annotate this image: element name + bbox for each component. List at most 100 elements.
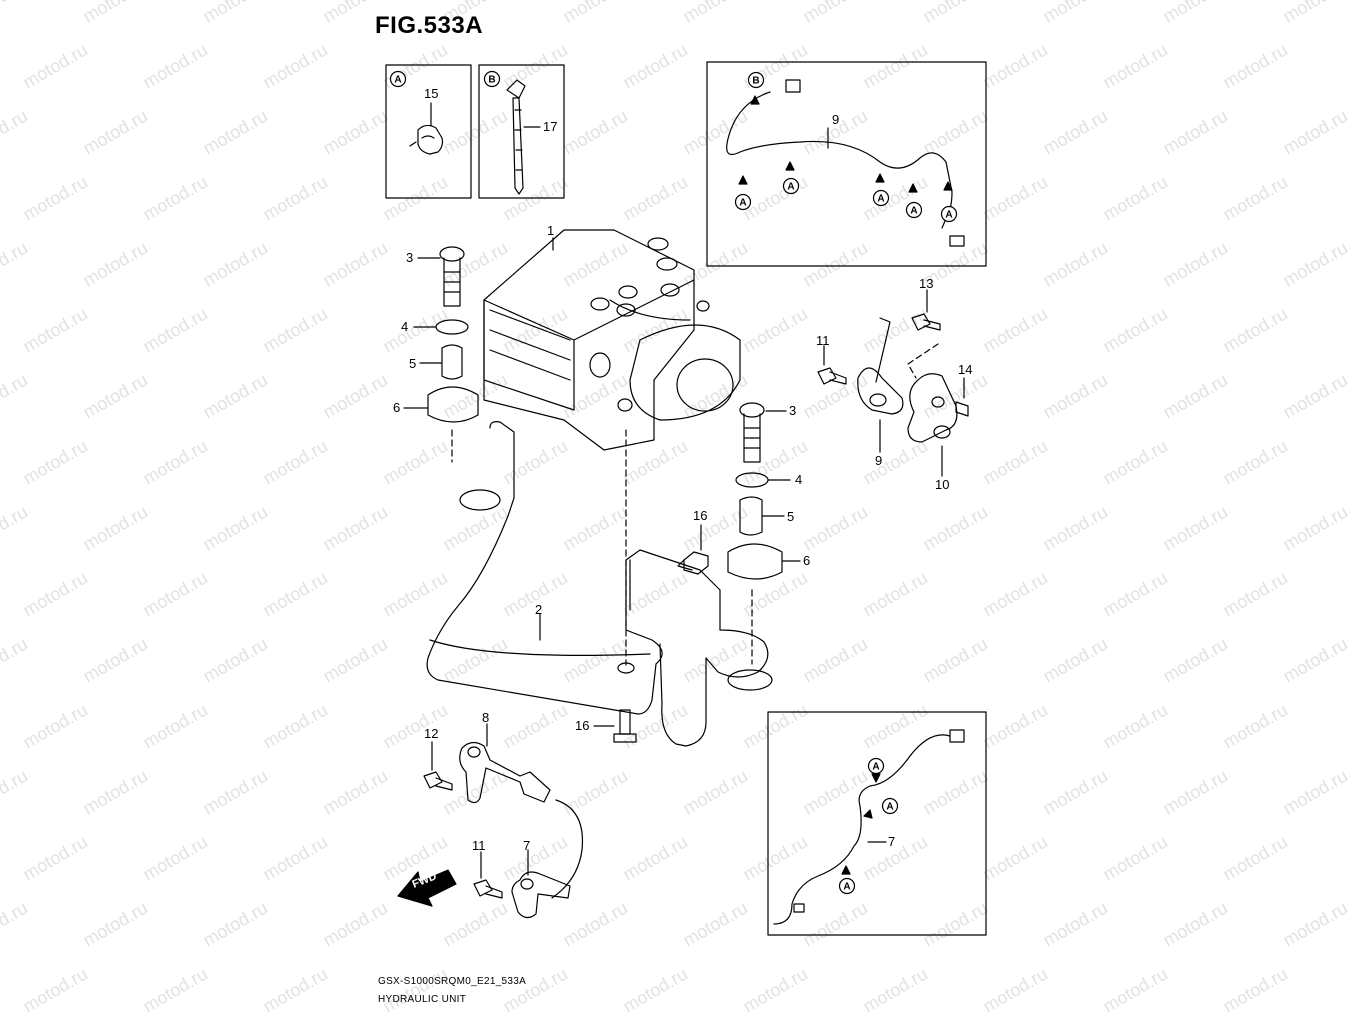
badge-circle — [734, 193, 752, 211]
clamp-arrows-bottom-box — [841, 773, 881, 875]
badge-letter: A — [877, 194, 884, 205]
callout-c3r: 3 — [789, 403, 796, 418]
badge-circle — [389, 70, 407, 88]
reference-badge-a: A — [782, 177, 800, 195]
reference-badge-a: A — [881, 797, 899, 815]
badge-letter: A — [886, 802, 893, 813]
sensor-part-7-left — [511, 871, 571, 919]
inset-box-harness-9 — [706, 61, 987, 267]
callout-c13: 13 — [919, 276, 933, 291]
badge-letter: A — [872, 762, 879, 773]
figure-title: FIG.533A — [375, 12, 484, 39]
reference-badge-a: A — [867, 757, 885, 775]
clip-part-15 — [409, 124, 444, 155]
sensor-part-9-right — [857, 317, 904, 415]
badge-letter: A — [739, 198, 746, 209]
callout-c6r: 6 — [803, 553, 810, 568]
callout-c9r: 9 — [875, 453, 882, 468]
badge-circle — [747, 71, 765, 89]
hydraulic-unit-part-1 — [483, 229, 741, 451]
harness-sensor-end — [949, 235, 965, 247]
grommet-part-6-right — [727, 543, 783, 580]
callout-c12: 12 — [424, 726, 438, 741]
fwd-direction-arrow — [397, 869, 457, 907]
unit-name: HYDRAULIC UNIT — [378, 994, 467, 1005]
wiring-harness-9 — [726, 91, 953, 229]
callout-c9top: 9 — [832, 112, 839, 127]
harness-connector-top — [785, 79, 801, 93]
bolt-part-16-lower — [613, 709, 637, 743]
callout-c7l: 7 — [523, 838, 530, 853]
badge-letter: A — [394, 75, 401, 86]
callout-c14: 14 — [958, 362, 972, 377]
callout-c17: 17 — [543, 119, 557, 134]
badge-letter: A — [910, 206, 917, 217]
reference-badge-a: A — [905, 201, 923, 219]
grommet-part-14 — [955, 401, 969, 417]
bolt-part-12 — [423, 771, 453, 791]
bolt-part-11-left — [473, 879, 503, 899]
collar-part-5-left — [441, 344, 463, 380]
inset-box-b — [478, 64, 565, 199]
badge-circle — [940, 205, 958, 223]
bolt-part-11-right — [817, 367, 847, 385]
badge-circle — [872, 189, 890, 207]
callout-c7box: 7 — [888, 834, 895, 849]
reference-badge-a: A — [389, 70, 407, 88]
reference-badge-a: A — [734, 193, 752, 211]
inset-box-harness-7 — [767, 711, 987, 936]
callout-c4r: 4 — [795, 472, 802, 487]
badge-letter: B — [752, 76, 759, 87]
collar-part-5-right — [739, 496, 763, 536]
badge-letter: B — [488, 75, 495, 86]
harness-7-sensor-end — [793, 903, 805, 913]
callout-c2: 2 — [535, 602, 542, 617]
badge-letter: A — [945, 210, 952, 221]
callout-c8: 8 — [482, 710, 489, 725]
cable-tie-part-17 — [506, 79, 526, 195]
bracket-part-2 — [426, 421, 773, 747]
reference-badge-b: B — [483, 70, 501, 88]
badge-letter: A — [787, 182, 794, 193]
center-line-13 — [907, 343, 939, 379]
callout-c5r: 5 — [787, 509, 794, 524]
callout-c5l: 5 — [409, 356, 416, 371]
reference-badge-b: B — [747, 71, 765, 89]
callout-c10: 10 — [935, 477, 949, 492]
fwd-label: FWD — [411, 870, 439, 891]
sensor-part-8 — [459, 741, 551, 804]
badge-circle — [867, 757, 885, 775]
badge-letter: A — [843, 882, 850, 893]
sensor-cable-7 — [551, 799, 584, 899]
callout-c16b: 16 — [575, 718, 589, 733]
callout-c11l: 11 — [472, 838, 486, 853]
bolt-part-16-upper — [677, 551, 709, 575]
badge-circle — [483, 70, 501, 88]
clamp-arrows-top-box — [738, 95, 953, 193]
bolt-part-3-left — [439, 246, 465, 307]
reference-badge-a: A — [838, 877, 856, 895]
bracket-part-10 — [907, 373, 958, 443]
bolt-part-3-right — [739, 402, 765, 463]
reference-badge-a: A — [872, 189, 890, 207]
wiring-harness-7 — [773, 734, 951, 925]
reference-badge-a: A — [940, 205, 958, 223]
model-code: GSX-S1000SRQM0_E21_533A — [378, 976, 527, 987]
badge-circle — [838, 877, 856, 895]
callout-c3l: 3 — [406, 250, 413, 265]
bolt-part-13 — [911, 313, 941, 331]
badge-circle — [782, 177, 800, 195]
callout-c11r: 11 — [816, 333, 830, 348]
callout-c15: 15 — [424, 86, 438, 101]
badge-circle — [905, 201, 923, 219]
callout-c6l: 6 — [393, 400, 400, 415]
inset-box-a — [385, 64, 472, 199]
harness-7-connector — [949, 729, 965, 743]
callout-c4l: 4 — [401, 319, 408, 334]
badge-circle — [881, 797, 899, 815]
callout-c16a: 16 — [693, 508, 707, 523]
grommet-part-6-left — [427, 386, 479, 423]
callout-c1: 1 — [547, 223, 554, 238]
